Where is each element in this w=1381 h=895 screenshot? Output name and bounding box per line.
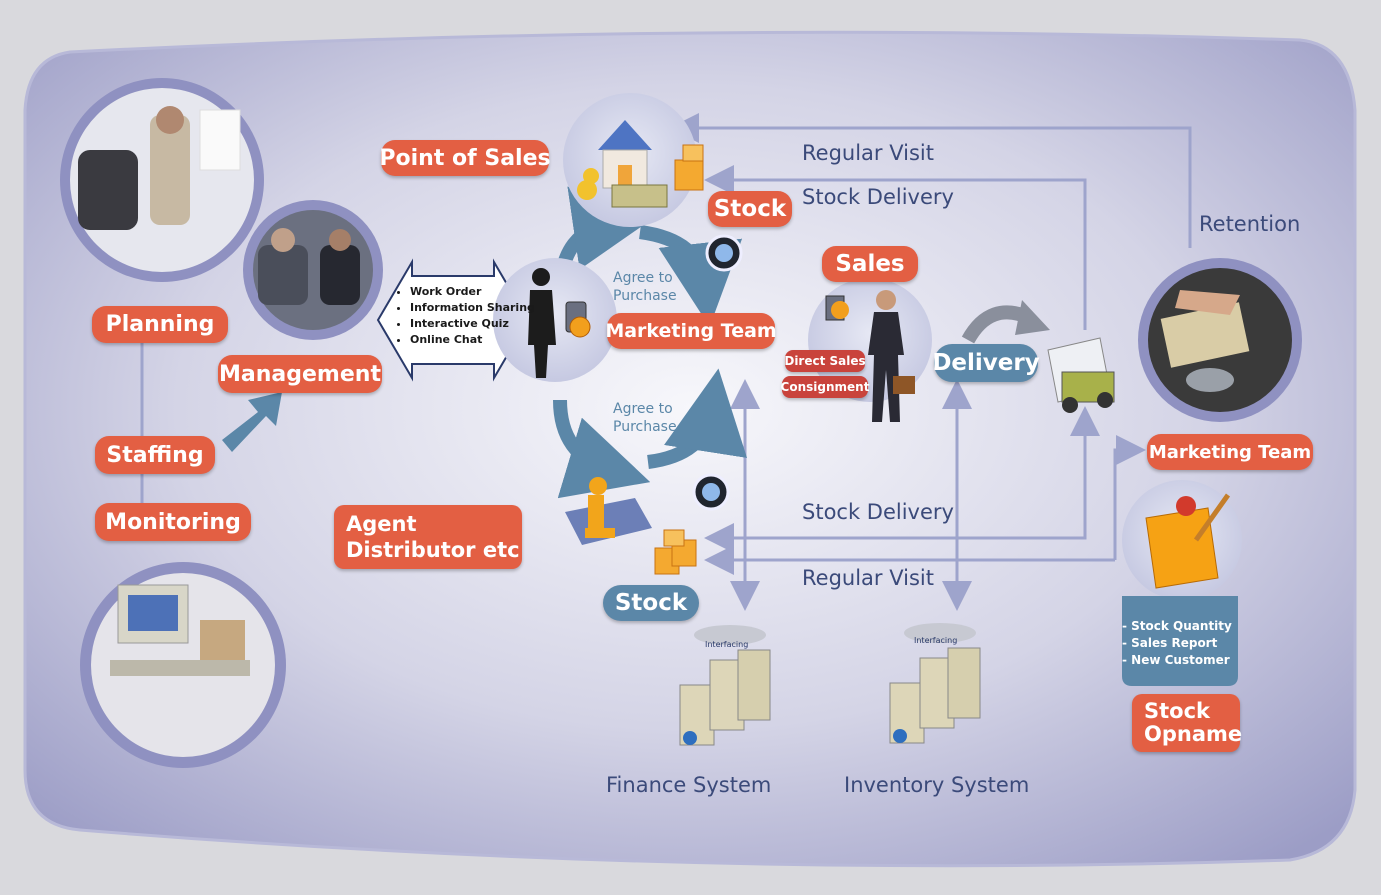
finance-system-text: Finance System [606, 773, 772, 797]
inventory-system-text: Inventory System [844, 773, 1030, 797]
delivery-curve-arrow-head [1015, 300, 1050, 335]
stock-delivery-top-text: Stock Delivery [802, 185, 954, 209]
stock-top-label: Stock [708, 191, 792, 227]
agent-label-line2: Distributor etc [346, 538, 520, 562]
stock-report-list: - Stock Quantity - Sales Report - New Cu… [1122, 618, 1232, 669]
bullet-item: Interactive Quiz [410, 316, 535, 332]
stock-delivery-top-arrow [704, 165, 1087, 330]
retention-photo-icon [1138, 258, 1302, 422]
bullet-item: Work Order [410, 284, 535, 300]
bullet-item: Online Chat [410, 332, 535, 348]
regular-visit-top-arrow [669, 113, 1192, 248]
stock-delivery-bottom-arrow [704, 410, 1087, 553]
retention-text: Retention [1199, 212, 1301, 236]
stock-opname-line1: Stock [1144, 699, 1211, 723]
regular-visit-bottom-arrow [1113, 435, 1146, 560]
notepad-pin-icon [1122, 480, 1242, 600]
monitoring-label: Monitoring [95, 503, 251, 541]
finance-server-icon [679, 625, 771, 746]
agent-label-line1: Agent [346, 512, 417, 536]
direct-sales-label: Direct Sales [784, 350, 866, 372]
delivery-truck-icon [1047, 337, 1115, 413]
stock-bottom-label: Stock [603, 585, 699, 621]
agree-bottom-line1: Agree to [613, 401, 673, 417]
stock-report-item: - New Customer [1122, 653, 1230, 667]
management-label: Management [218, 355, 382, 393]
marketing-team-person-icon [493, 258, 617, 382]
stock-report-item: - Stock Quantity [1122, 619, 1232, 633]
stock-report-item: - Sales Report [1122, 636, 1218, 650]
curve-arrow-down-left [553, 399, 651, 499]
agree-bottom-line2: Purchase [613, 419, 677, 435]
regular-visit-bottom-text: Regular Visit [802, 566, 934, 590]
bullet-item: Information Sharing [410, 300, 535, 316]
agree-top-line2: Purchase [613, 288, 677, 304]
stock-report-panel [1122, 596, 1238, 686]
chat-globe-icon-2 [692, 473, 730, 511]
curve-arrow-down-right [638, 225, 743, 327]
sales-label: Sales [822, 246, 918, 282]
stock-opname-label: Stock Opname [1132, 694, 1243, 752]
staffing-to-management-arrow [222, 392, 282, 452]
point-of-sales-label: Point of Sales [379, 140, 551, 176]
delivery-label: Delivery [932, 344, 1040, 382]
point-of-sales-icon [563, 93, 704, 227]
interfacing-finance-text: Interfacing [705, 640, 749, 649]
staffing-label: Staffing [95, 436, 215, 474]
agent-distributor-label: Agent Distributor etc [334, 505, 522, 569]
planning-label: Planning [92, 306, 228, 343]
agent-seated-person-icon [565, 477, 697, 575]
regular-visit-top-text: Regular Visit [802, 141, 934, 165]
marketing-team-right-label: Marketing Team [1147, 434, 1313, 470]
interfacing-inventory-text: Interfacing [914, 636, 958, 645]
management-photo-icon [243, 200, 383, 340]
agree-top-line1: Agree to [613, 270, 673, 286]
curve-arrow-up-right [646, 368, 748, 469]
chat-globe-icon [705, 234, 743, 272]
marketing-team-center-label: Marketing Team [605, 313, 777, 349]
monitoring-photo-icon [80, 562, 286, 768]
planning-photo-icon [60, 78, 264, 282]
bullet-list: Work Order Information Sharing Interacti… [398, 284, 535, 348]
stock-opname-line2: Opname [1144, 722, 1243, 746]
inventory-server-icon [889, 623, 981, 744]
consignment-label: Consignment [781, 376, 869, 398]
stock-delivery-bottom-text: Stock Delivery [802, 500, 954, 524]
